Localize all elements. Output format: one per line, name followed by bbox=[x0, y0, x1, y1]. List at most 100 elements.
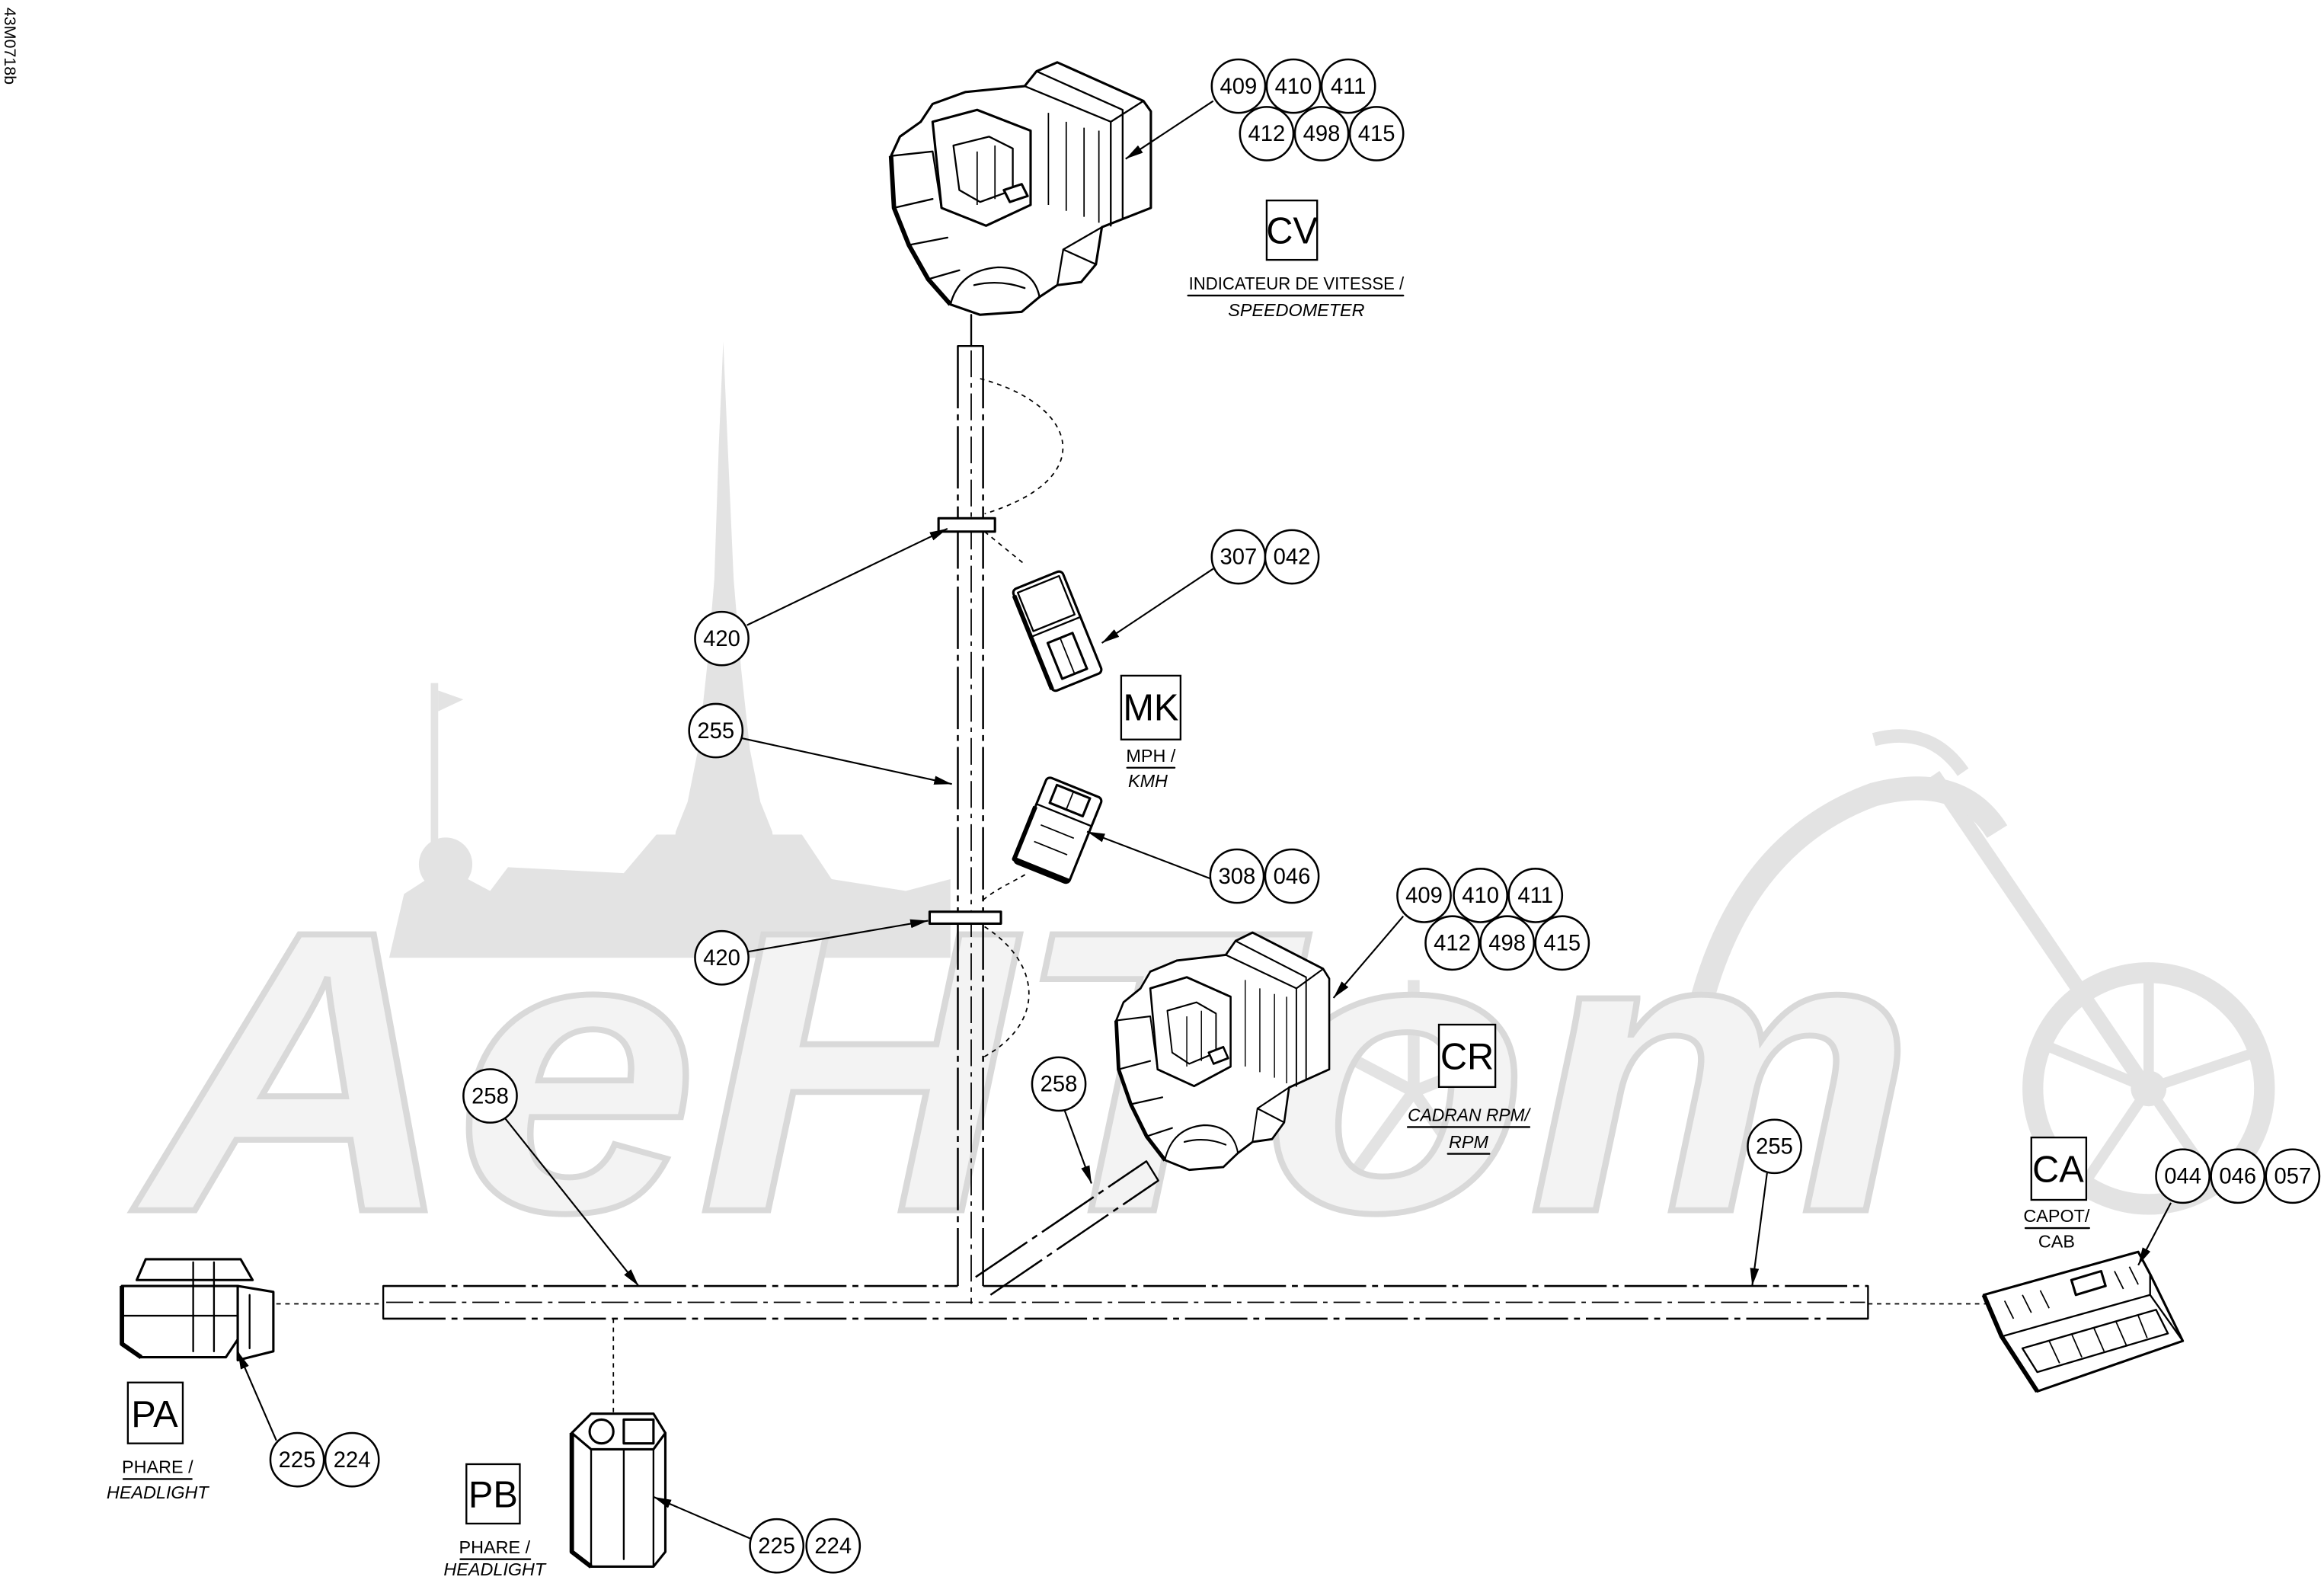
callout-number: 258 bbox=[1041, 1073, 1078, 1097]
callout-044: 044 bbox=[2155, 1148, 2211, 1204]
connector-code: PB bbox=[468, 1474, 518, 1515]
callout-number: 410 bbox=[1462, 884, 1499, 908]
callout-224: 224 bbox=[324, 1431, 380, 1488]
callout-409: 409 bbox=[1210, 58, 1267, 114]
callout-255-right: 255 bbox=[1747, 1118, 1802, 1175]
connector-label-cr: CR CADRAN RPM/ RPM bbox=[1406, 1023, 1531, 1155]
callout-415: 415 bbox=[1348, 106, 1405, 162]
connector-label-en: HEADLIGHT bbox=[443, 1559, 547, 1579]
callout-number: 057 bbox=[2274, 1165, 2311, 1189]
callout-number: 498 bbox=[1488, 932, 1526, 956]
connector-label-fr: PHARE / bbox=[459, 1537, 531, 1557]
connector-label-fr: CAPOT/ bbox=[2023, 1206, 2090, 1226]
callout-number: 415 bbox=[1543, 932, 1581, 956]
connector-cv-drawing bbox=[888, 61, 1152, 316]
callout-group-mk-plug: 307 042 bbox=[1210, 529, 1320, 585]
callout-number: 224 bbox=[814, 1534, 852, 1559]
callout-group-pa: 225 224 bbox=[269, 1431, 380, 1488]
wire-harness bbox=[276, 345, 1990, 1420]
callout-number: 412 bbox=[1248, 122, 1286, 146]
callout-group-mk-socket: 308 046 bbox=[1209, 848, 1320, 904]
callout-046: 046 bbox=[1264, 848, 1320, 904]
callout-number: 044 bbox=[2164, 1165, 2201, 1189]
callout-411: 411 bbox=[1507, 868, 1564, 923]
connector-label-pa: PA PHARE / HEADLIGHT bbox=[107, 1381, 210, 1502]
connector-code: PA bbox=[131, 1394, 178, 1435]
callout-042: 042 bbox=[1264, 529, 1320, 585]
connector-ca-drawing bbox=[1981, 1250, 2185, 1393]
connector-label-fr: INDICATEUR DE VITESSE / bbox=[1189, 273, 1405, 293]
callout-number: 412 bbox=[1434, 932, 1471, 956]
callout-group-pb: 225 224 bbox=[749, 1518, 862, 1574]
callout-number: 420 bbox=[703, 946, 740, 971]
callout-number: 409 bbox=[1405, 884, 1443, 908]
callout-057: 057 bbox=[2265, 1148, 2321, 1204]
callout-415: 415 bbox=[1534, 915, 1590, 971]
callout-258-cr-branch: 258 bbox=[1031, 1056, 1087, 1112]
callout-number: 410 bbox=[1275, 75, 1312, 99]
callout-group-ca: 044 046 057 bbox=[2155, 1148, 2321, 1204]
callout-258-left: 258 bbox=[462, 1068, 518, 1124]
watermark-logo: AeHTom bbox=[125, 341, 2275, 1299]
callout-498: 498 bbox=[1479, 915, 1536, 971]
callout-number: 255 bbox=[697, 719, 734, 744]
callout-410: 410 bbox=[1265, 58, 1322, 114]
connector-label-pb: PB PHARE / HEADLIGHT bbox=[443, 1463, 547, 1579]
callout-224: 224 bbox=[805, 1518, 862, 1574]
callout-number: 042 bbox=[1274, 545, 1311, 570]
callout-308: 308 bbox=[1209, 848, 1265, 904]
connector-label-fr: CADRAN RPM/ bbox=[1408, 1105, 1531, 1125]
connector-label-en: HEADLIGHT bbox=[107, 1482, 210, 1502]
connector-label-en: KMH bbox=[1128, 771, 1168, 791]
callout-046: 046 bbox=[2210, 1148, 2266, 1204]
watermark-text: AeHTom bbox=[128, 848, 1916, 1296]
harness-clip-lower bbox=[928, 910, 1002, 925]
callout-group-cr: 409 410 411 412 498 415 bbox=[1396, 868, 1590, 971]
callout-number: 420 bbox=[703, 627, 740, 651]
connector-cr-drawing bbox=[1114, 931, 1331, 1172]
callout-number: 308 bbox=[1219, 865, 1256, 889]
callout-420-lower: 420 bbox=[694, 929, 750, 986]
connector-label-fr: PHARE / bbox=[122, 1457, 193, 1477]
connector-code: MK bbox=[1123, 687, 1178, 728]
callout-225: 225 bbox=[749, 1518, 805, 1574]
callout-307: 307 bbox=[1210, 529, 1267, 585]
callout-group-cv: 409 410 411 412 498 415 bbox=[1210, 58, 1405, 162]
callout-number: 046 bbox=[2219, 1165, 2256, 1189]
callout-number: 409 bbox=[1220, 75, 1258, 99]
connector-mk-plug-drawing bbox=[1012, 570, 1103, 692]
connector-label-en: CAB bbox=[2038, 1231, 2075, 1251]
callout-225: 225 bbox=[269, 1431, 325, 1488]
callout-number: 046 bbox=[1274, 865, 1311, 889]
connector-label-en: SPEEDOMETER bbox=[1228, 300, 1364, 320]
connector-label-cv: CV INDICATEUR DE VITESSE / SPEEDOMETER bbox=[1187, 199, 1405, 320]
callout-number: 224 bbox=[334, 1448, 371, 1473]
connector-label-en: RPM bbox=[1449, 1132, 1488, 1152]
callout-number: 225 bbox=[758, 1534, 795, 1559]
drawing-reference: 43M0718b bbox=[1, 8, 19, 85]
connector-label-mk: MK MPH / KMH bbox=[1120, 674, 1182, 791]
connector-code: CR bbox=[1440, 1036, 1494, 1077]
callout-number: 411 bbox=[1517, 884, 1553, 908]
connector-label-ca: CA CAPOT/ CAB bbox=[2023, 1136, 2090, 1251]
connector-code: CV bbox=[1266, 211, 1318, 252]
callout-410: 410 bbox=[1453, 868, 1508, 923]
callout-498: 498 bbox=[1293, 106, 1350, 162]
connector-mk-socket-drawing bbox=[1012, 776, 1103, 884]
connector-pb-drawing bbox=[569, 1412, 667, 1569]
callout-number: 255 bbox=[1756, 1135, 1793, 1159]
callout-255-main: 255 bbox=[688, 702, 744, 759]
callout-number: 307 bbox=[1220, 545, 1258, 570]
callout-412: 412 bbox=[1424, 915, 1480, 971]
callout-number: 258 bbox=[472, 1084, 509, 1108]
connector-pa-drawing bbox=[120, 1258, 275, 1362]
leader-lines bbox=[237, 100, 2172, 1540]
connector-label-fr: MPH / bbox=[1126, 746, 1175, 766]
connector-code: CA bbox=[2032, 1150, 2084, 1191]
callout-number: 415 bbox=[1358, 122, 1395, 146]
callout-number: 498 bbox=[1303, 122, 1341, 146]
callout-409: 409 bbox=[1396, 868, 1452, 923]
harness-clip-upper bbox=[937, 517, 996, 533]
callout-number: 411 bbox=[1331, 75, 1367, 99]
